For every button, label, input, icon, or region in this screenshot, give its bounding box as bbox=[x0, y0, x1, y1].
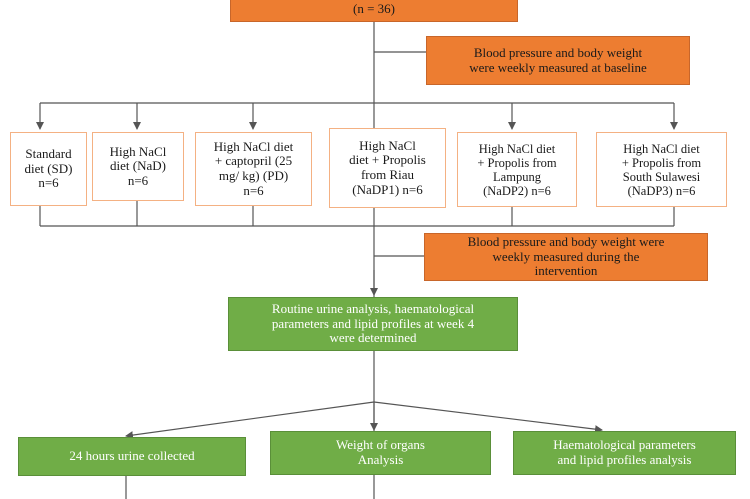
week4-line1: Routine urine analysis, haematological bbox=[271, 301, 475, 317]
haematology-line2: and lipid profiles analysis bbox=[557, 452, 692, 467]
intervention-measurement-box: Blood pressure and body weight were week… bbox=[424, 233, 708, 281]
urine-collection-label: 24 hours urine collected bbox=[69, 448, 195, 464]
baseline-note-line2: were weekly measured at baseline bbox=[469, 59, 647, 75]
group-nad-line3: n=6 bbox=[127, 172, 149, 188]
group-box-nadp1: High NaCl diet + Propolis from Riau (NaD… bbox=[329, 128, 446, 208]
group-nadp2-line2: + Propolis from bbox=[477, 155, 557, 170]
group-box-nad: High NaCl diet (NaD) n=6 bbox=[92, 132, 184, 201]
group-box-nadp2: High NaCl diet + Propolis from Lampung (… bbox=[457, 132, 577, 207]
group-nad-line1: High NaCl bbox=[109, 143, 167, 159]
baseline-note-line1: Blood pressure and body weight bbox=[473, 44, 643, 60]
group-nadp3-line3: South Sulawesi bbox=[622, 169, 701, 184]
outcome-arrow-haem bbox=[373, 401, 603, 434]
group-pd-line4: n=6 bbox=[243, 182, 264, 198]
group-pd-line3: mg/ kg) (PD) bbox=[218, 168, 289, 183]
urine-collection-box: 24 hours urine collected bbox=[18, 437, 246, 476]
group-sd-line3: n=6 bbox=[38, 175, 59, 191]
group-nadp1-line1: High NaCl bbox=[359, 137, 416, 153]
intervention-note-line1: Blood pressure and body weight were bbox=[467, 234, 665, 250]
group-nadp3-line1: High NaCl diet bbox=[623, 141, 700, 156]
group-box-pd: High NaCl diet + captopril (25 mg/ kg) (… bbox=[195, 132, 312, 206]
study-population-box: (n = 36) bbox=[230, 0, 518, 22]
group-nadp1-line3: from Riau bbox=[360, 167, 415, 182]
group-nadp2-line1: High NaCl diet bbox=[478, 141, 556, 156]
group-nadp3-line4: (NaDP3) n=6 bbox=[627, 183, 696, 198]
group-nadp2-line4: (NaDP2) n=6 bbox=[483, 183, 551, 198]
organ-weight-box: Weight of organs Analysis bbox=[270, 431, 491, 475]
organ-weight-line1: Weight of organs bbox=[336, 437, 425, 453]
group-pd-line1: High NaCl diet bbox=[213, 138, 294, 154]
outcome-arrow-urine bbox=[125, 401, 375, 440]
week4-line2: parameters and lipid profiles at week 4 bbox=[271, 315, 475, 331]
group-box-sd: Standard diet (SD) n=6 bbox=[10, 132, 87, 206]
group-sd-line1: Standard bbox=[25, 146, 72, 162]
haematology-lipid-box: Haematological parameters and lipid prof… bbox=[513, 431, 736, 475]
baseline-measurement-box: Blood pressure and body weight were week… bbox=[426, 36, 690, 85]
study-population-count: (n = 36) bbox=[353, 1, 395, 17]
week4-analysis-box: Routine urine analysis, haematological p… bbox=[228, 297, 518, 351]
group-sd-line2: diet (SD) bbox=[24, 160, 73, 176]
group-nad-line2: diet (NaD) bbox=[110, 158, 166, 174]
week4-line3: were determined bbox=[329, 330, 417, 346]
intervention-note-line2: weekly measured during the bbox=[492, 248, 640, 264]
group-nadp2-line3: Lampung bbox=[493, 169, 541, 184]
group-box-nadp3: High NaCl diet + Propolis from South Sul… bbox=[596, 132, 727, 207]
haematology-line1: Haematological parameters bbox=[553, 437, 696, 453]
group-nadp1-line2: diet + Propolis bbox=[349, 152, 426, 168]
intervention-note-line3: intervention bbox=[534, 263, 598, 279]
group-nadp1-line4: (NaDP1) n=6 bbox=[352, 181, 423, 197]
group-nadp3-line2: + Propolis from bbox=[621, 155, 702, 170]
organ-weight-line2: Analysis bbox=[357, 452, 404, 467]
group-pd-line2: + captopril (25 bbox=[214, 153, 293, 169]
